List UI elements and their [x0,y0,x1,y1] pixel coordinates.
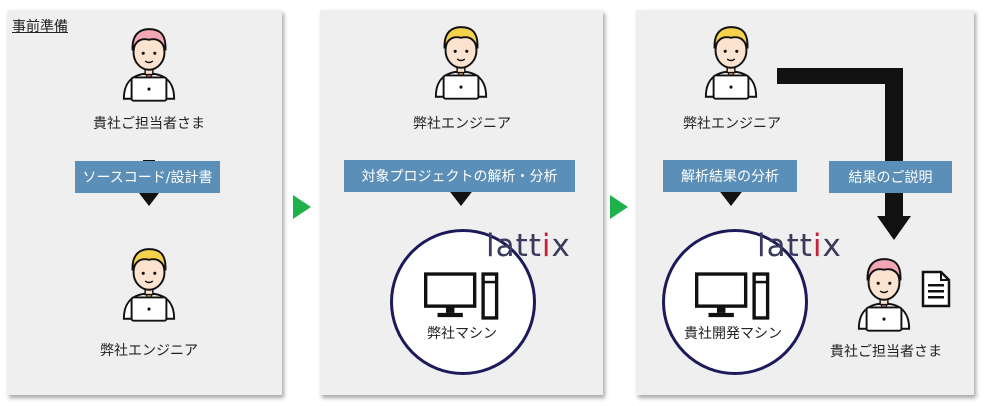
document-icon [921,270,951,308]
person-yellow-hair-laptop-icon [432,20,490,100]
logo-text: latt [757,228,813,264]
person-pink-hair-laptop-icon [855,252,913,332]
person-yellow-hair-laptop-icon [120,242,178,322]
engineer-label: 弊社エンジニア [683,116,781,132]
machine-label: 弊社マシン [427,326,497,342]
desktop-computer-icon [424,272,500,320]
engineer-label: 弊社エンジニア [100,343,198,359]
lattix-logo: lattix [486,228,571,264]
person-yellow-hair-laptop-icon [702,20,760,100]
panel-results: 弊社エンジニア 解析結果の分析 結果のご説明 貴社開発マシン lattix 貴社… [636,10,974,395]
logo-text: latt [486,228,542,264]
machine-circle [390,229,536,375]
chip-source-code: ソースコード/設計書 [75,161,220,193]
logo-dot: i [812,228,823,264]
panel-heading: 事前準備 [12,19,68,35]
logo-tail: x [822,228,842,264]
client-person-label: 貴社ご担当者さま [93,116,205,132]
machine-label: 貴社開発マシン [684,326,782,342]
logo-dot: i [541,228,552,264]
green-triangle-arrow-icon [293,195,311,219]
chip-result-explanation: 結果のご説明 [829,161,952,193]
client-person-label: 貴社ご担当者さま [830,344,942,360]
logo-tail: x [551,228,571,264]
engineer-label: 弊社エンジニア [413,116,511,132]
green-triangle-arrow-icon [610,195,628,219]
chip-result-analysis: 解析結果の分析 [663,160,797,192]
chip-project-analysis: 対象プロジェクトの解析・分析 [344,160,575,192]
lattix-logo: lattix [757,228,842,264]
panel-preparation: 事前準備 貴社ご担当者さま ソースコード/設計書 弊社エンジニア [7,10,282,395]
person-pink-hair-laptop-icon [120,22,178,102]
panel-analysis: 弊社エンジニア 対象プロジェクトの解析・分析 弊社マシン lattix [320,10,603,395]
desktop-computer-icon [695,272,771,320]
